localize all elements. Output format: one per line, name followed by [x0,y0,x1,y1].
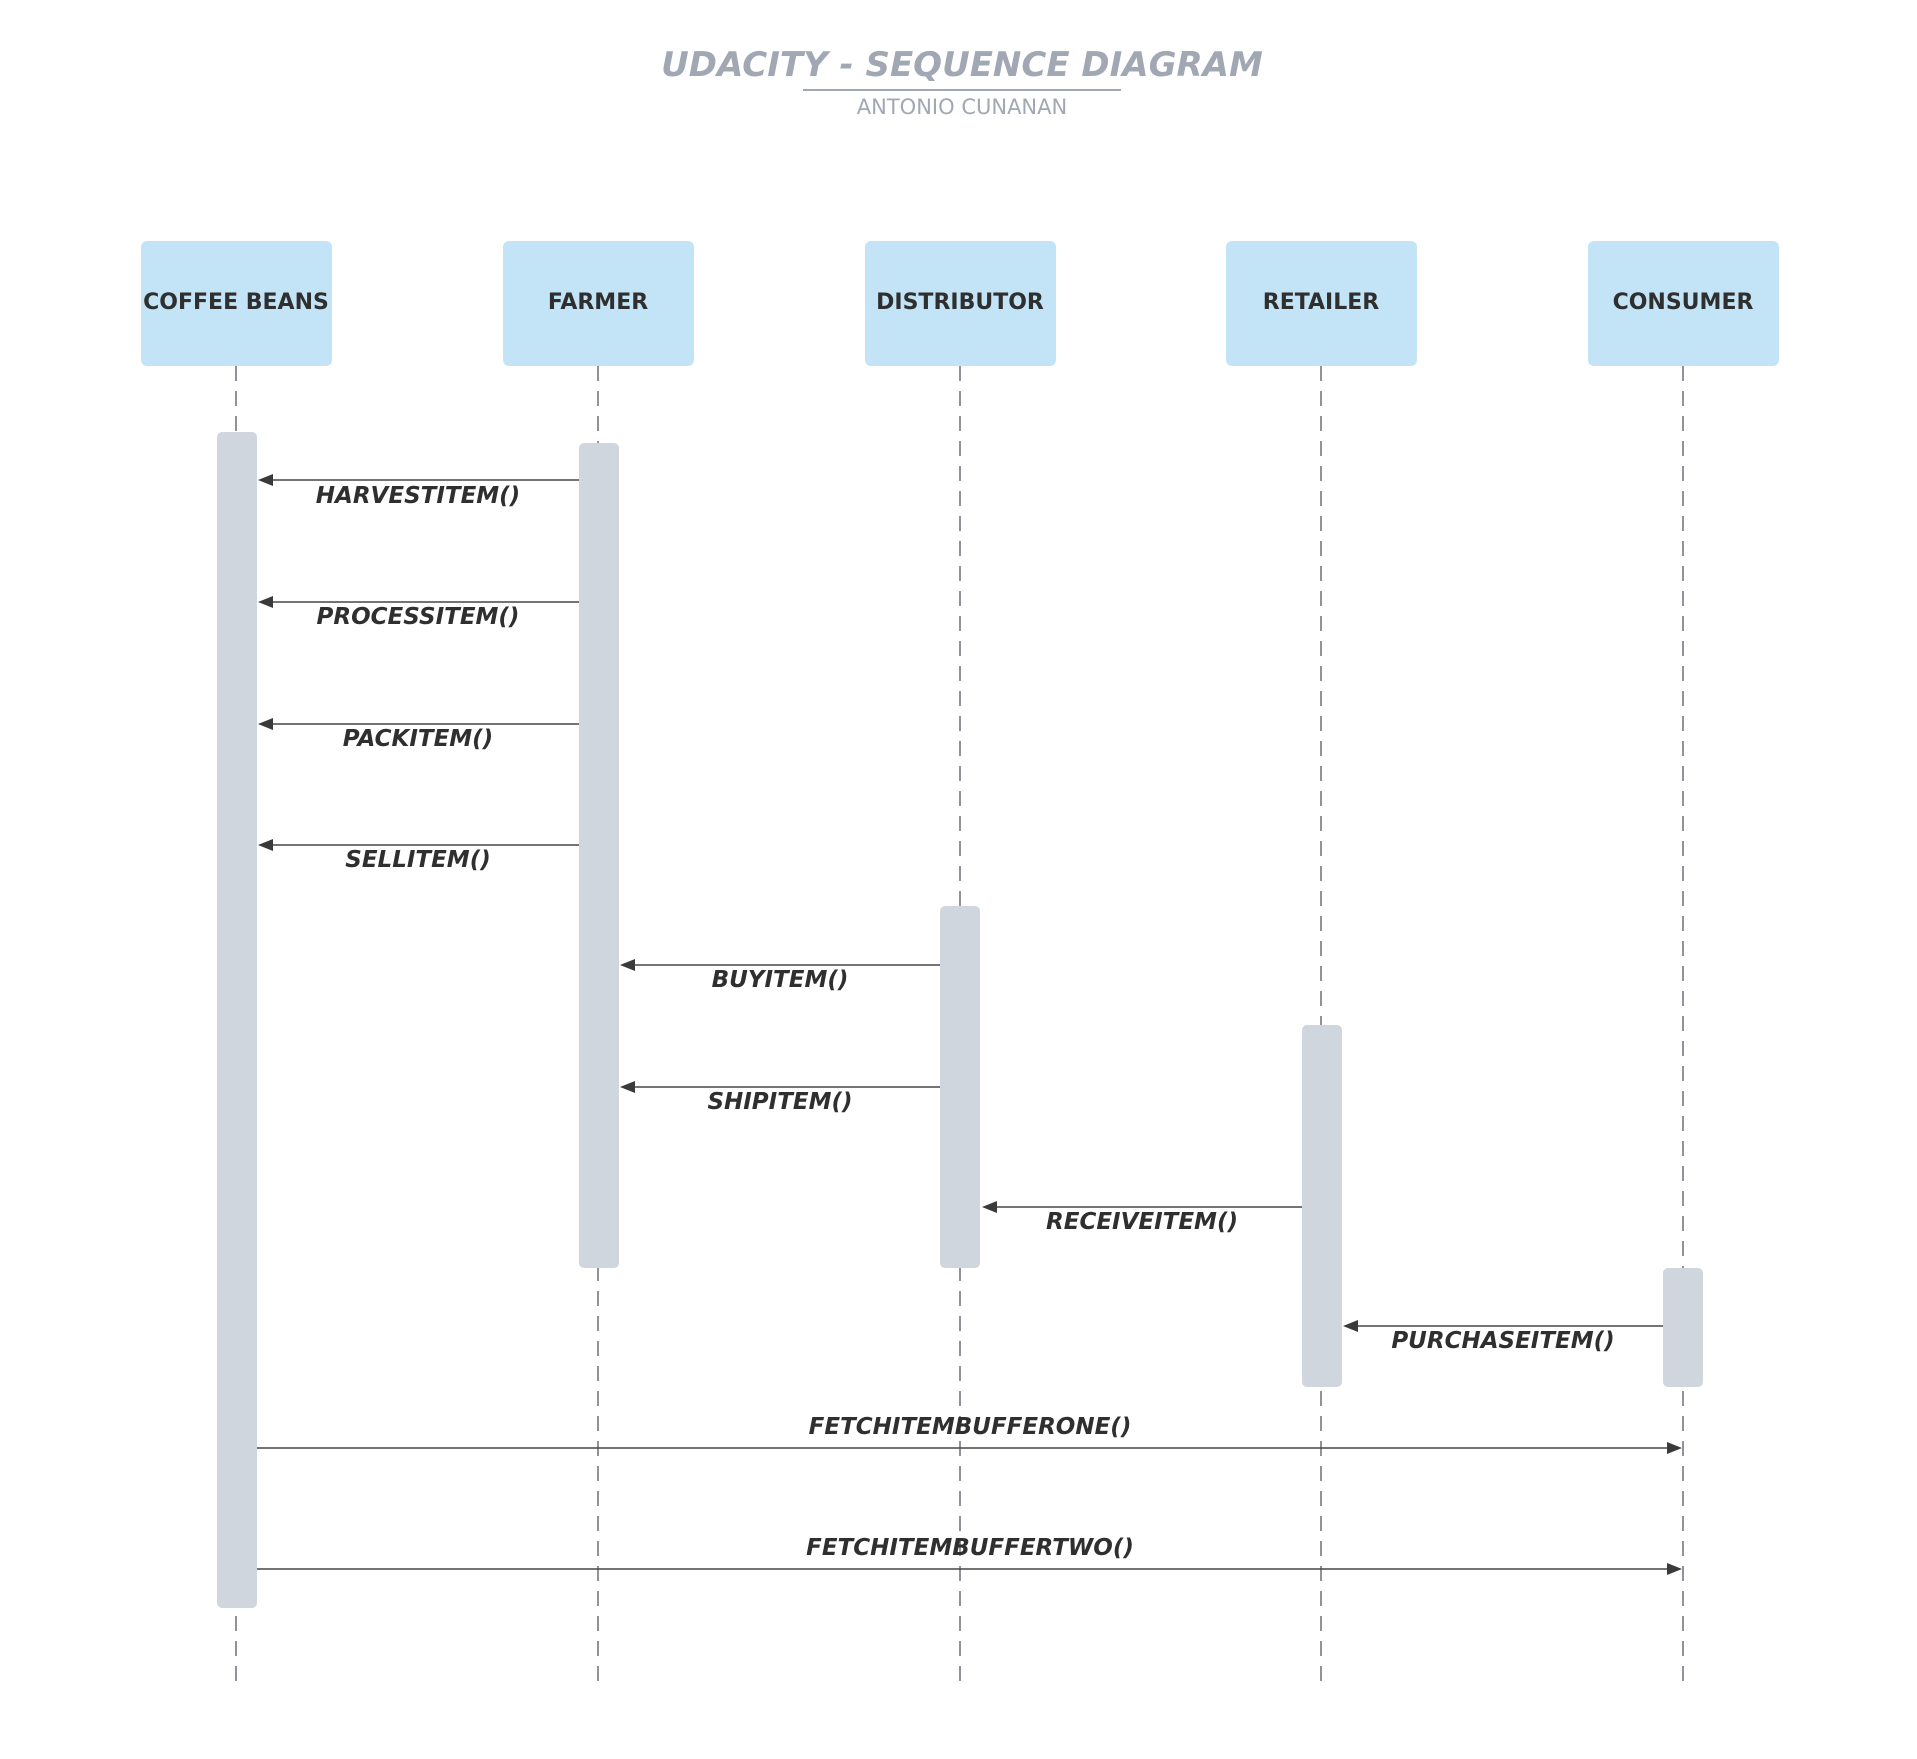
message-label: SELLITEM() [345,847,490,873]
arrowhead-icon [620,1081,635,1093]
activation-distributor [940,906,980,1268]
participant-retailer[interactable]: RETAILER [1226,241,1417,366]
participant-box [1226,241,1417,366]
message-process-item: PROCESSITEM() [258,596,579,630]
message-harvest-item: HARVESTITEM() [258,474,579,509]
message-label: PACKITEM() [343,726,493,752]
message-receive-item: RECEIVEITEM() [982,1201,1302,1235]
message-buy-item: BUYITEM() [620,959,940,993]
arrowhead-icon [1343,1320,1358,1332]
activation-farmer [579,443,619,1268]
activation-consumer [1663,1268,1703,1387]
message-sell-item: SELLITEM() [258,839,579,873]
participant-distributor[interactable]: DISTRIBUTOR [865,241,1056,366]
arrowhead-icon [258,839,273,851]
arrowhead-icon [258,596,273,608]
diagram-title: UDACITY - SEQUENCE DIAGRAM [661,45,1263,85]
arrowhead-icon [982,1201,997,1213]
arrowhead-icon [258,474,273,486]
message-purchase-item: PURCHASEITEM() [1343,1320,1663,1354]
activation-retailer [1302,1025,1342,1387]
arrowhead-icon [1667,1563,1682,1575]
participant-box [1588,241,1779,366]
participant-box [503,241,694,366]
participants: COFFEE BEANS FARMER DISTRIBUTOR RETAILER… [141,241,1779,366]
diagram-subtitle: ANTONIO CUNANAN [857,95,1067,119]
message-label: PROCESSITEM() [317,604,520,630]
message-fetch-item-buffer-one: FETCHITEMBUFFERONE() [257,1414,1682,1454]
activation-coffee-beans [217,432,257,1608]
participant-label: DISTRIBUTOR [876,290,1044,315]
participant-label: CONSUMER [1613,290,1754,315]
participant-farmer[interactable]: FARMER [503,241,694,366]
arrowhead-icon [1667,1442,1682,1454]
message-ship-item: SHIPITEM() [620,1081,940,1115]
arrowhead-icon [258,718,273,730]
message-label: HARVESTITEM() [316,483,520,509]
participant-label: RETAILER [1263,290,1380,315]
participant-label: FARMER [548,290,648,315]
participant-consumer[interactable]: CONSUMER [1588,241,1779,366]
message-label: PURCHASEITEM() [1391,1328,1614,1354]
participant-box [141,241,332,366]
participant-label: COFFEE BEANS [143,290,329,315]
message-pack-item: PACKITEM() [258,718,579,752]
messages: HARVESTITEM() PROCESSITEM() PACKITEM() S… [257,474,1682,1575]
message-fetch-item-buffer-two: FETCHITEMBUFFERTWO() [257,1535,1682,1575]
participant-coffee-beans[interactable]: COFFEE BEANS [141,241,332,366]
message-label: SHIPITEM() [707,1089,852,1115]
message-label: FETCHITEMBUFFERTWO() [806,1535,1134,1561]
arrowhead-icon [620,959,635,971]
participant-box [865,241,1056,366]
message-label: BUYITEM() [712,967,849,993]
diagram-header: UDACITY - SEQUENCE DIAGRAM ANTONIO CUNAN… [661,45,1263,119]
message-label: FETCHITEMBUFFERONE() [809,1414,1132,1440]
activation-bars [217,432,1703,1608]
message-label: RECEIVEITEM() [1046,1209,1238,1235]
